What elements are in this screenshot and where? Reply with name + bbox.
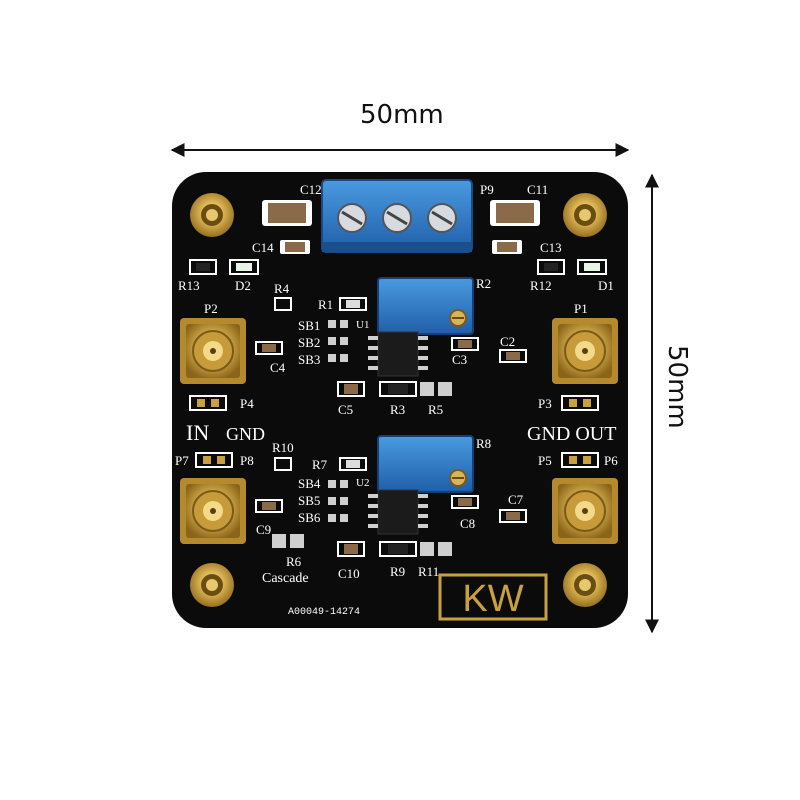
label-r3: R3 bbox=[390, 402, 405, 417]
label-serial: A00049-14274 bbox=[288, 607, 360, 618]
label-c2: C2 bbox=[500, 334, 515, 349]
capacitor-c13 bbox=[492, 240, 522, 254]
potentiometer-r8 bbox=[377, 435, 474, 493]
sma-connector-p7 bbox=[180, 478, 246, 544]
label-r13: R13 bbox=[178, 278, 200, 293]
width-dimension-label: 50mm bbox=[360, 100, 444, 130]
label-c7: C7 bbox=[508, 492, 524, 507]
label-r11: R11 bbox=[418, 564, 439, 579]
label-p7: P7 bbox=[175, 453, 189, 468]
label-c12: C12 bbox=[300, 182, 322, 197]
label-sb4: SB4 bbox=[298, 476, 321, 491]
label-r12: R12 bbox=[530, 278, 552, 293]
label-r8: R8 bbox=[476, 436, 491, 451]
label-c8: C8 bbox=[460, 516, 475, 531]
resistor-r13 bbox=[189, 259, 217, 275]
label-r7: R7 bbox=[312, 457, 328, 472]
mounting-hole-top-left bbox=[190, 193, 234, 237]
label-sb2: SB2 bbox=[298, 335, 320, 350]
label-r10: R10 bbox=[272, 440, 294, 455]
solder-bridges-bottom bbox=[328, 480, 348, 522]
potentiometer-r2 bbox=[377, 277, 474, 335]
label-c11: C11 bbox=[527, 182, 548, 197]
label-gnd-left: GND bbox=[226, 424, 265, 444]
label-p5: P5 bbox=[538, 453, 552, 468]
label-p6: P6 bbox=[604, 453, 618, 468]
label-c3: C3 bbox=[452, 352, 467, 367]
label-r2: R2 bbox=[476, 276, 491, 291]
label-r4: R4 bbox=[274, 281, 290, 296]
capacitor-c14 bbox=[280, 240, 310, 254]
label-u2: U2 bbox=[356, 477, 369, 489]
label-p8: P8 bbox=[240, 453, 254, 468]
label-d2: D2 bbox=[235, 278, 251, 293]
label-p9: P9 bbox=[480, 182, 494, 197]
label-in: IN bbox=[186, 420, 209, 445]
led-d2 bbox=[229, 259, 259, 275]
label-c14: C14 bbox=[252, 240, 274, 255]
label-d1: D1 bbox=[598, 278, 614, 293]
label-c5: C5 bbox=[338, 402, 353, 417]
label-gnd-out: GND OUT bbox=[527, 423, 616, 445]
sma-connector-p5 bbox=[552, 478, 618, 544]
small-components bbox=[189, 297, 599, 557]
label-r5: R5 bbox=[428, 402, 443, 417]
solder-bridges-top bbox=[328, 320, 348, 362]
sma-connector-p2 bbox=[180, 318, 246, 384]
label-sb1: SB1 bbox=[298, 318, 320, 333]
mounting-hole-bottom-right bbox=[563, 563, 607, 607]
kw-logo-text: KW bbox=[462, 578, 523, 620]
label-r9: R9 bbox=[390, 564, 405, 579]
mounting-hole-bottom-left bbox=[190, 563, 234, 607]
capacitor-c12 bbox=[262, 200, 312, 226]
kw-logo: KW bbox=[438, 573, 548, 621]
screw-terminal-block bbox=[321, 179, 473, 253]
label-p3: P3 bbox=[538, 396, 552, 411]
label-cascade: Cascade bbox=[262, 571, 309, 586]
label-c13: C13 bbox=[540, 240, 562, 255]
label-sb6: SB6 bbox=[298, 510, 321, 525]
led-d1 bbox=[577, 259, 607, 275]
label-p4: P4 bbox=[240, 396, 254, 411]
resistor-r12 bbox=[537, 259, 565, 275]
label-u1: U1 bbox=[356, 319, 369, 331]
label-c10: C10 bbox=[338, 566, 360, 581]
label-c9: C9 bbox=[256, 522, 271, 537]
ic-chip-u1 bbox=[368, 331, 428, 377]
label-p1: P1 bbox=[574, 301, 588, 316]
label-p2: P2 bbox=[204, 301, 218, 316]
label-sb3: SB3 bbox=[298, 352, 320, 367]
mounting-hole-top-right bbox=[563, 193, 607, 237]
sma-connector-p1 bbox=[552, 318, 618, 384]
capacitor-c11 bbox=[490, 200, 540, 226]
label-sb5: SB5 bbox=[298, 493, 320, 508]
label-c4: C4 bbox=[270, 360, 286, 375]
label-r1: R1 bbox=[318, 297, 333, 312]
label-r6: R6 bbox=[286, 554, 302, 569]
ic-chip-u2 bbox=[368, 489, 428, 535]
